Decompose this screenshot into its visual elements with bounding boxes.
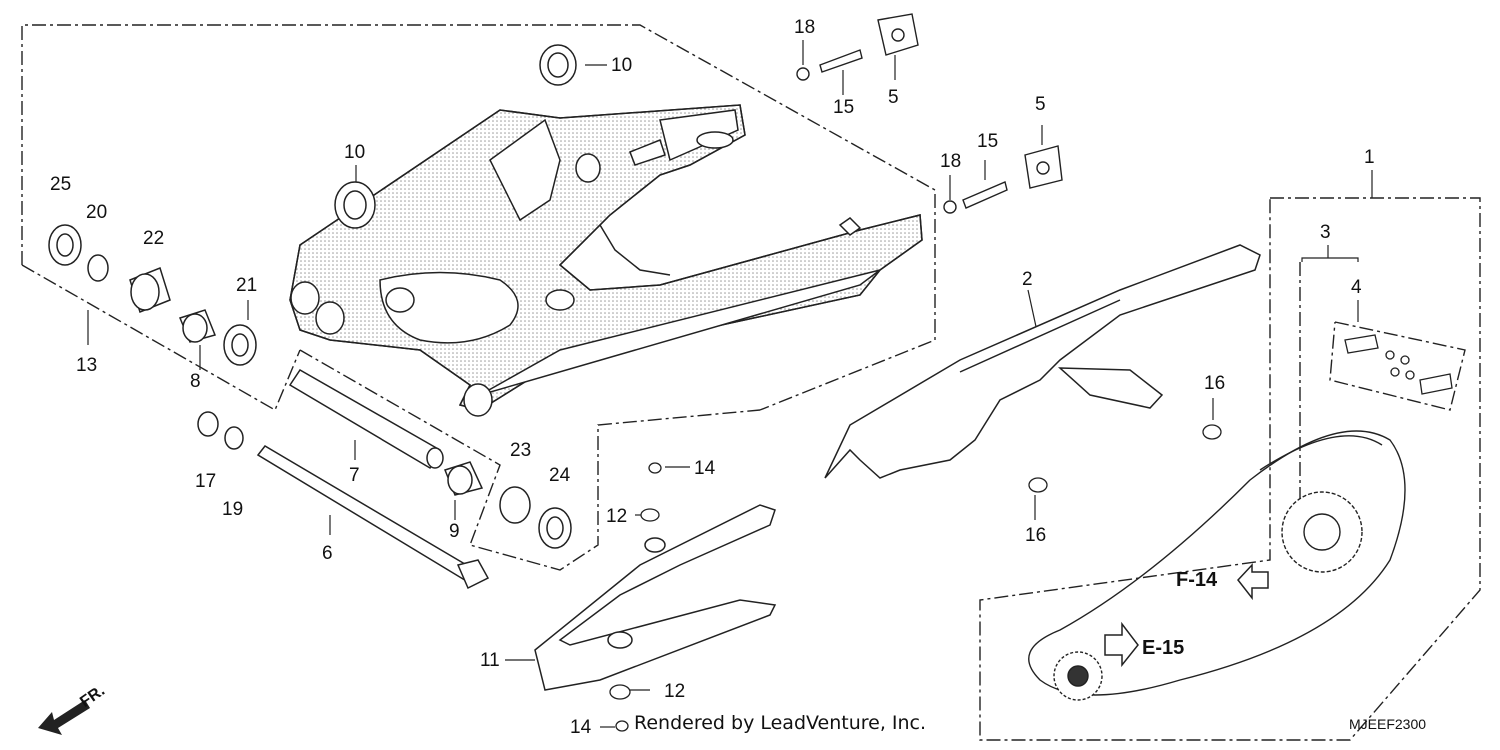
- callout-24: 24: [549, 465, 571, 486]
- callout-5-lower: 5: [1035, 94, 1046, 115]
- washer-19: [224, 426, 244, 450]
- credit-text: Rendered by LeadVenture, Inc.: [634, 712, 927, 734]
- callout-18-lower: 18: [940, 151, 962, 172]
- callout-9: 9: [449, 521, 460, 542]
- swingarm-group-boundary: [21, 24, 936, 411]
- chain-case: [824, 244, 1261, 479]
- callout-10-lower: 10: [344, 142, 366, 163]
- dust-seal-10: [334, 44, 577, 229]
- needle-bearing-23: [499, 486, 531, 524]
- callout-16-upper: 16: [1204, 373, 1226, 394]
- circlip-20: [87, 254, 109, 282]
- callout-13: 13: [76, 355, 98, 376]
- callout-5-upper: 5: [888, 87, 899, 108]
- ref-e15-link[interactable]: E-15: [1142, 637, 1185, 659]
- callout-6: 6: [322, 543, 333, 564]
- bearing-group-boundary-right: [299, 349, 761, 571]
- callout-22: 22: [143, 228, 165, 249]
- pivot-bolt-6: [256, 445, 477, 584]
- callout-18-upper: 18: [794, 17, 816, 38]
- e15-arrow-icon: [1104, 621, 1139, 668]
- collar-9: [447, 465, 473, 495]
- callout-7: 7: [349, 465, 360, 486]
- group-boundaries: [21, 24, 1481, 741]
- callout-14-lower: 14: [570, 717, 592, 738]
- callout-12-lower: 12: [664, 681, 686, 702]
- leader-lines: [87, 40, 1373, 728]
- chain-joint: [1344, 334, 1453, 395]
- drive-chain: [1028, 430, 1406, 701]
- callout-23: 23: [510, 440, 532, 461]
- callout-1: 1: [1364, 147, 1375, 168]
- callout-10-upper: 10: [611, 55, 633, 76]
- pivot-parts: [48, 224, 572, 590]
- callout-19: 19: [222, 499, 244, 520]
- ref-f14-link[interactable]: F-14: [1176, 569, 1218, 591]
- diagram-code: MJEEF2300: [1349, 716, 1427, 732]
- chain-kit-boundary: [979, 197, 1481, 741]
- callout-15-lower: 15: [977, 131, 999, 152]
- callout-3: 3: [1320, 222, 1331, 243]
- callout-20: 20: [86, 202, 108, 223]
- chain-adjusters: [796, 13, 1063, 214]
- nut-17: [197, 411, 219, 437]
- f14-arrow-icon: [1237, 563, 1269, 601]
- callout-4: 4: [1351, 277, 1362, 298]
- swingarm: [289, 104, 923, 417]
- joint-box: [1329, 321, 1466, 411]
- callout-2: 2: [1022, 269, 1033, 290]
- callout-25: 25: [50, 174, 72, 195]
- needle-bearing-22: [130, 273, 160, 311]
- callout-14-upper: 14: [694, 458, 716, 479]
- callout-15-upper: 15: [833, 97, 855, 118]
- bearing-group-boundary-left: [21, 264, 301, 412]
- callout-11: 11: [480, 650, 500, 671]
- chain-slider: [534, 504, 777, 691]
- front-direction-arrow-icon: [38, 700, 90, 735]
- pivot-pipe-7: [288, 369, 442, 470]
- collar-8: [182, 313, 208, 343]
- callout-12-upper: 12: [606, 506, 628, 527]
- callout-21: 21: [236, 275, 258, 296]
- callout-8: 8: [190, 371, 201, 392]
- fasteners: [609, 424, 1222, 732]
- reference-arrows[interactable]: [1104, 563, 1269, 668]
- callout-16-lower: 16: [1025, 525, 1047, 546]
- callout-17: 17: [195, 471, 217, 492]
